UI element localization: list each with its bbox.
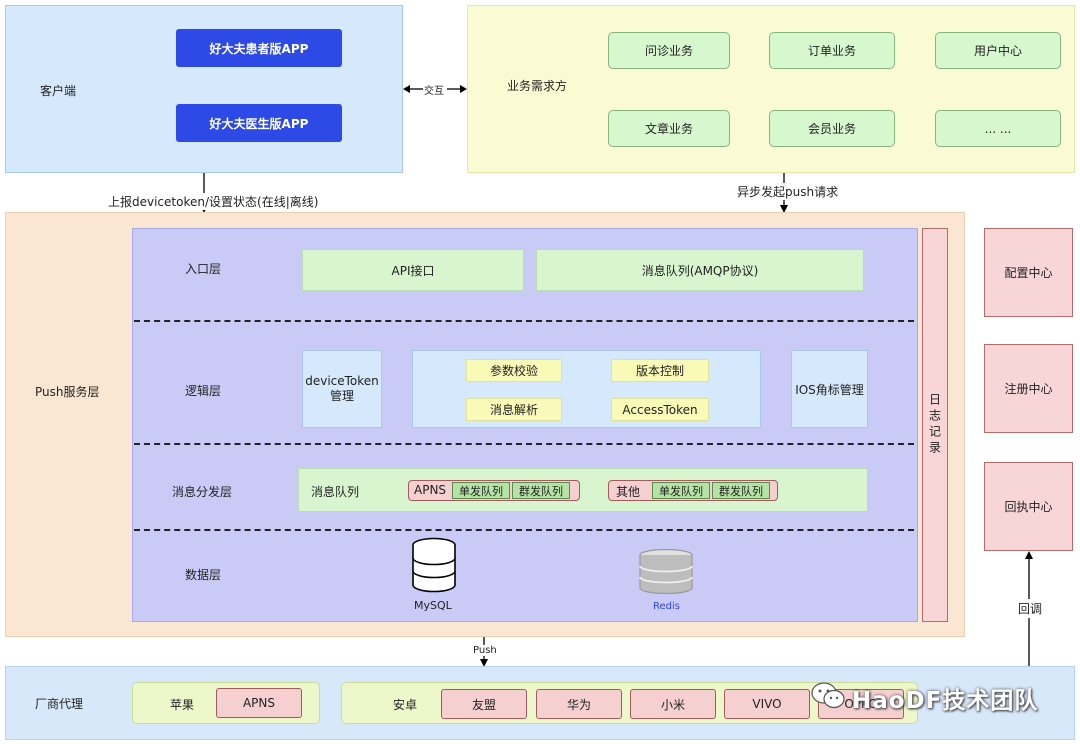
apple-label: 苹果 [170,698,195,712]
interact-label: 交互 [424,86,444,97]
register-center-box: 注册中心 [984,344,1073,433]
layer-divider [134,443,914,445]
mysql-label: MySQL [414,599,452,612]
apns-label: APNS [414,483,447,497]
config-center-box: 配置中心 [984,228,1073,317]
entry-layer-label: 入口层 [185,262,222,276]
biz-item: ... ... [935,110,1061,147]
callback-center-box: 回执中心 [984,462,1073,551]
redis-database-icon [639,548,693,595]
log-record-label: 日志记录 [927,393,942,457]
device-token-box: deviceToken管理 [302,350,382,428]
biz-item: 用户中心 [935,32,1061,69]
data-layer-label: 数据层 [185,568,222,582]
interact-arrow [403,85,467,93]
redis-label: Redis [653,601,680,612]
vendor-vivo-box: VIVO [724,689,810,719]
apns-single-queue: 单发队列 [452,482,510,499]
apns-group-queue: 群发队列 [512,482,570,499]
ios-badge-box: IOS角标管理 [791,350,868,428]
wechat-logo-icon [811,682,845,709]
vendor-xiaomi-box: 小米 [630,689,716,719]
message-parse-box: 消息解析 [466,398,562,421]
client-label: 客户端 [40,84,77,98]
version-control-box: 版本控制 [611,359,709,382]
doctor-app-box: 好大夫医生版APP [176,104,342,142]
async-push-label: 异步发起push请求 [735,183,841,200]
logic-layer-label: 逻辑层 [185,384,222,398]
patient-app-box: 好大夫患者版APP [176,29,342,67]
api-box: API接口 [302,249,524,291]
layer-divider [134,529,914,531]
dispatch-queue-label: 消息队列 [311,485,360,499]
report-label: 上报devicetoken/设置状态(在线|离线) [106,193,321,210]
other-single-queue: 单发队列 [652,482,710,499]
mysql-database-icon [412,537,456,593]
biz-item: 问诊业务 [608,32,730,69]
biz-item: 订单业务 [769,32,895,69]
dispatch-layer-label: 消息分发层 [172,485,233,499]
vendor-label: 厂商代理 [35,697,84,711]
push-layer-label: Push服务层 [35,385,100,399]
other-group-queue: 群发队列 [712,482,770,499]
access-token-box: AccessToken [611,398,709,421]
push-label: Push [473,645,497,656]
biz-item: 文章业务 [608,110,730,147]
vendor-huawei-box: 华为 [536,689,622,719]
vendor-apns-box: APNS [216,688,302,718]
dispatch-queue-box [298,468,868,512]
layer-divider [134,320,914,322]
android-label: 安卓 [393,698,418,712]
log-record-box: 日志记录 [922,228,948,622]
watermark: HaoDF技术团队 [852,688,1039,714]
mq-box: 消息队列(AMQP协议) [536,249,864,291]
other-label: 其他 [616,485,641,499]
biz-item: 会员业务 [769,110,895,147]
vendor-youmeng-box: 友盟 [441,689,527,719]
biz-label: 业务需求方 [507,79,568,93]
param-check-box: 参数校验 [466,359,562,382]
callback-label: 回调 [1018,599,1043,618]
